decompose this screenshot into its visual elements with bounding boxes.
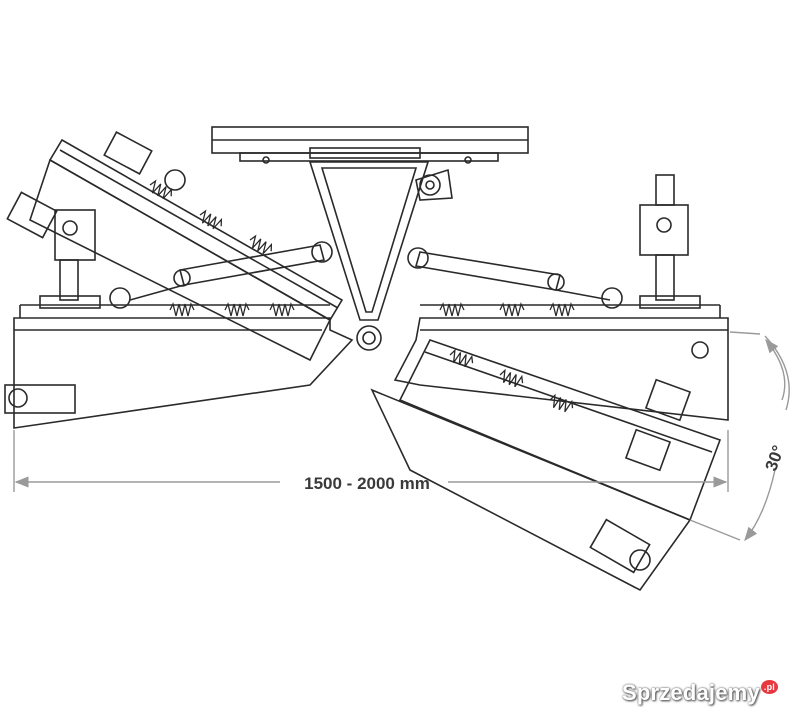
watermark-text: Sprzedajemy	[621, 680, 760, 705]
right-blade-lowered	[370, 339, 722, 592]
left-blade-raised	[6, 131, 344, 362]
angle-dimension	[689, 331, 790, 542]
center-frame	[308, 161, 453, 351]
right-linkage	[407, 247, 611, 301]
watermark-logo: Sprzedajemy.pl	[622, 680, 778, 706]
watermark-suffix: .pl	[760, 680, 778, 694]
mount-plate	[211, 126, 529, 164]
width-label: 1500 - 2000 mm	[304, 474, 430, 493]
width-dimension	[13, 430, 729, 492]
right-blade	[393, 174, 729, 421]
angle-label: 30°	[762, 443, 789, 474]
left-linkage	[129, 241, 333, 301]
left-blade	[4, 209, 354, 429]
